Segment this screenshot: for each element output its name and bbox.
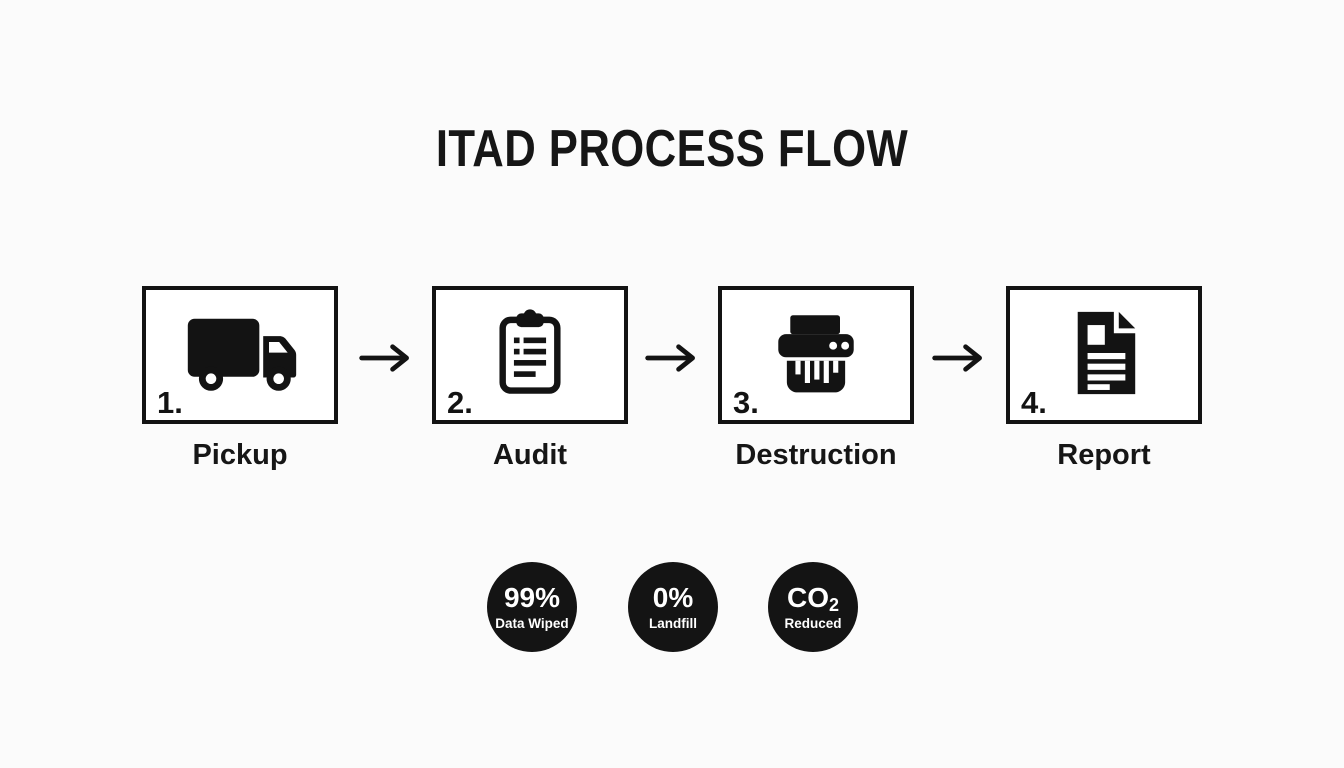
- stat-badge-co2: CO2 Reduced: [768, 562, 858, 652]
- step-box-1: 1.: [142, 286, 338, 424]
- arrow-right-icon: [929, 336, 989, 380]
- arrow-right-icon: [356, 336, 416, 380]
- step-number: 3.: [733, 385, 759, 420]
- stat-label: Landfill: [649, 615, 697, 631]
- step-pickup: 1. Pickup: [142, 286, 338, 472]
- stat-badge-data-wiped: 99% Data Wiped: [487, 562, 577, 652]
- stat-value: 99%: [503, 581, 561, 613]
- stat-badge-landfill: 0% Landfill: [628, 562, 718, 652]
- step-label: Report: [1057, 439, 1151, 471]
- step-audit: 2. Audit: [432, 286, 628, 472]
- step-number: 4.: [1021, 385, 1047, 420]
- step-box-3: 3.: [718, 286, 914, 424]
- step-label: Destruction: [735, 439, 897, 471]
- step-box-4: 4.: [1006, 286, 1202, 424]
- step-destruction: 3. Destruction: [718, 286, 914, 472]
- document-icon: [1066, 307, 1142, 399]
- step-number: 2.: [447, 385, 473, 420]
- step-box-2: 2.: [432, 286, 628, 424]
- stat-label: Reduced: [784, 615, 842, 631]
- shredder-icon: [768, 310, 864, 396]
- arrow-right-icon: [642, 336, 702, 380]
- truck-icon: [182, 311, 298, 400]
- stat-label: Data Wiped: [495, 615, 569, 631]
- step-label: Audit: [492, 439, 568, 471]
- stat-value: CO2: [786, 581, 839, 615]
- page-title: ITAD PROCESS FLOW: [435, 120, 909, 178]
- step-number: 1.: [157, 385, 183, 420]
- step-report: 4. Report: [1006, 286, 1202, 472]
- step-label: Pickup: [192, 439, 288, 471]
- clipboard-icon: [493, 307, 567, 397]
- stat-value: 0%: [652, 581, 694, 613]
